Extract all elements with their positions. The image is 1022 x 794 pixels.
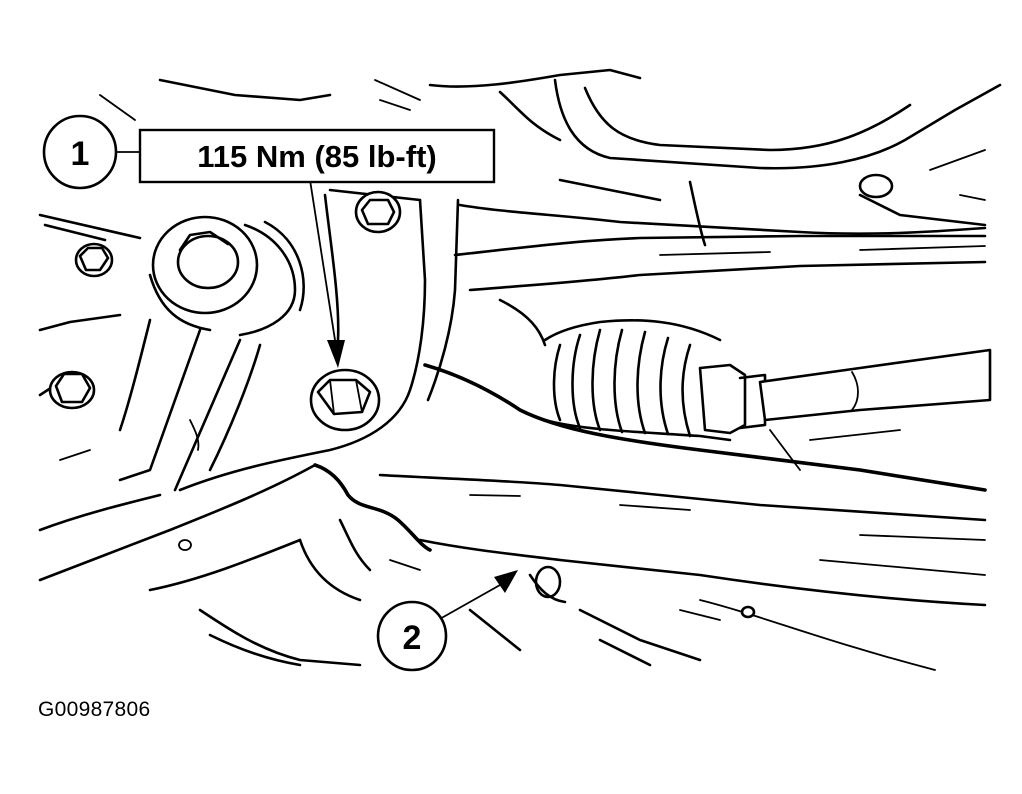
callout-1: 1 115 Nm (85 lb-ft) <box>42 114 496 190</box>
bolt-1 <box>309 368 381 432</box>
figure-id: G00987806 <box>38 698 151 721</box>
leader-2 <box>437 570 518 621</box>
cv-boot <box>543 319 992 471</box>
callout-2-number: 2 <box>403 619 422 657</box>
lower-arm <box>38 363 987 607</box>
bolt-left-upper <box>74 242 114 278</box>
background-structure <box>99 68 1002 247</box>
bracket <box>178 188 460 492</box>
bolt-top <box>354 190 402 234</box>
torque-spec-label: 115 Nm (85 lb-ft) <box>197 139 436 174</box>
leader-1 <box>309 179 345 368</box>
callout-1-number: 1 <box>71 135 90 173</box>
upper-arm <box>453 203 987 347</box>
bolt-left-lower <box>38 370 96 410</box>
strut-mount <box>38 213 305 551</box>
cable <box>699 599 936 671</box>
subframe <box>198 518 721 667</box>
callout-2: 2 <box>376 600 448 672</box>
